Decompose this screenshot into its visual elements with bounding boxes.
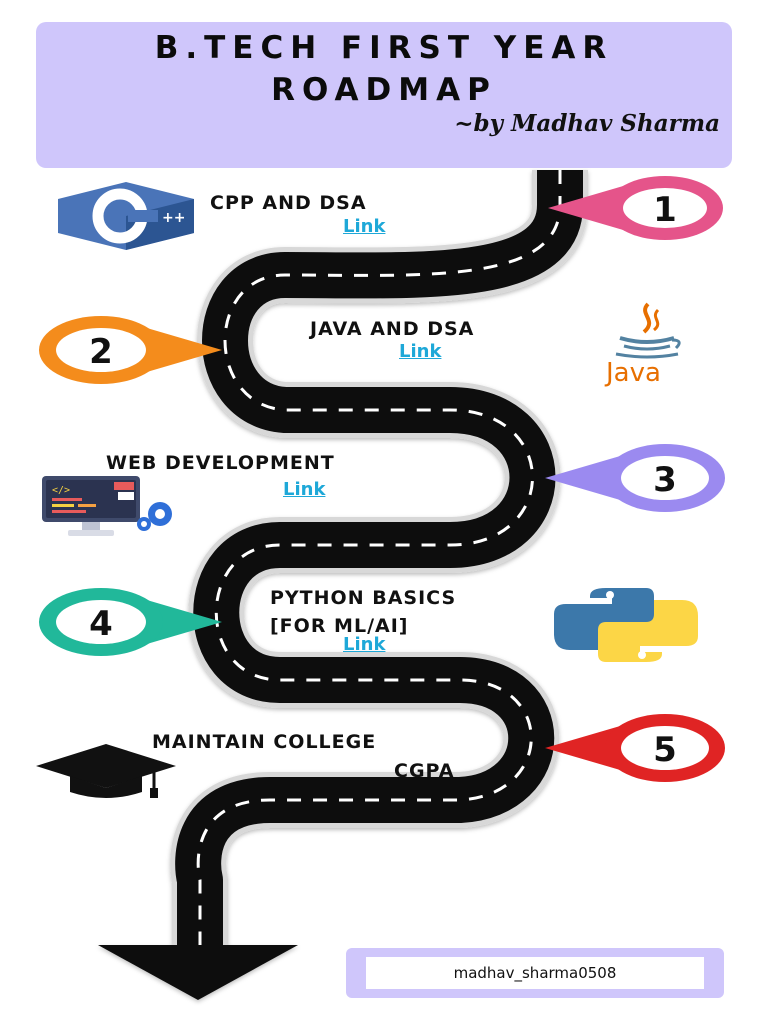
step-3-pin: 3 — [545, 444, 725, 512]
step-4-title-line-2: [FOR ML/AI] — [270, 615, 409, 637]
author-byline: ~by Madhav Sharma — [454, 110, 720, 137]
header-banner: B.TECH FIRST YEAR ROADMAP ~by Madhav Sha… — [36, 22, 732, 168]
web-dev-icon: </> — [38, 474, 178, 544]
step-3-link[interactable]: Link — [283, 479, 326, 500]
author-handle: madhav_sharma0508 — [366, 957, 704, 989]
graduation-cap-icon — [36, 744, 176, 806]
cpp-logo-icon: ++ — [58, 182, 194, 254]
step-1-link[interactable]: Link — [343, 216, 386, 237]
java-logo-text: Java — [606, 358, 661, 388]
step-1-number: 1 — [653, 190, 677, 230]
title-line-1: B.TECH FIRST YEAR — [154, 30, 614, 66]
step-2-link[interactable]: Link — [399, 341, 442, 362]
step-4-pin: 4 — [39, 588, 222, 656]
footer-banner: madhav_sharma0508 — [346, 948, 724, 998]
step-3-number: 3 — [653, 460, 677, 500]
step-4-title-line-1: PYTHON BASICS — [270, 587, 457, 609]
python-logo-icon — [550, 584, 702, 670]
road-arrow-head — [98, 945, 298, 1000]
step-5-number: 5 — [653, 730, 677, 770]
step-3-title: WEB DEVELOPMENT — [106, 452, 335, 474]
step-1-pin: 1 — [548, 176, 723, 240]
step-1-title: CPP AND DSA — [210, 192, 367, 214]
step-5-title-line-2: CGPA — [394, 760, 455, 782]
step-4-link[interactable]: Link — [343, 634, 386, 655]
step-2-pin: 2 — [39, 316, 222, 384]
step-5-pin: 5 — [545, 714, 725, 782]
svg-text:</>: </> — [52, 485, 70, 496]
step-2-title: JAVA AND DSA — [310, 318, 475, 340]
title-line-2: ROADMAP — [271, 72, 497, 108]
step-5-title-line-1: MAINTAIN COLLEGE — [152, 731, 377, 753]
step-2-number: 2 — [89, 332, 113, 372]
java-logo-icon: Java — [604, 300, 690, 390]
step-4-number: 4 — [89, 604, 113, 644]
svg-text:++: ++ — [162, 210, 185, 226]
